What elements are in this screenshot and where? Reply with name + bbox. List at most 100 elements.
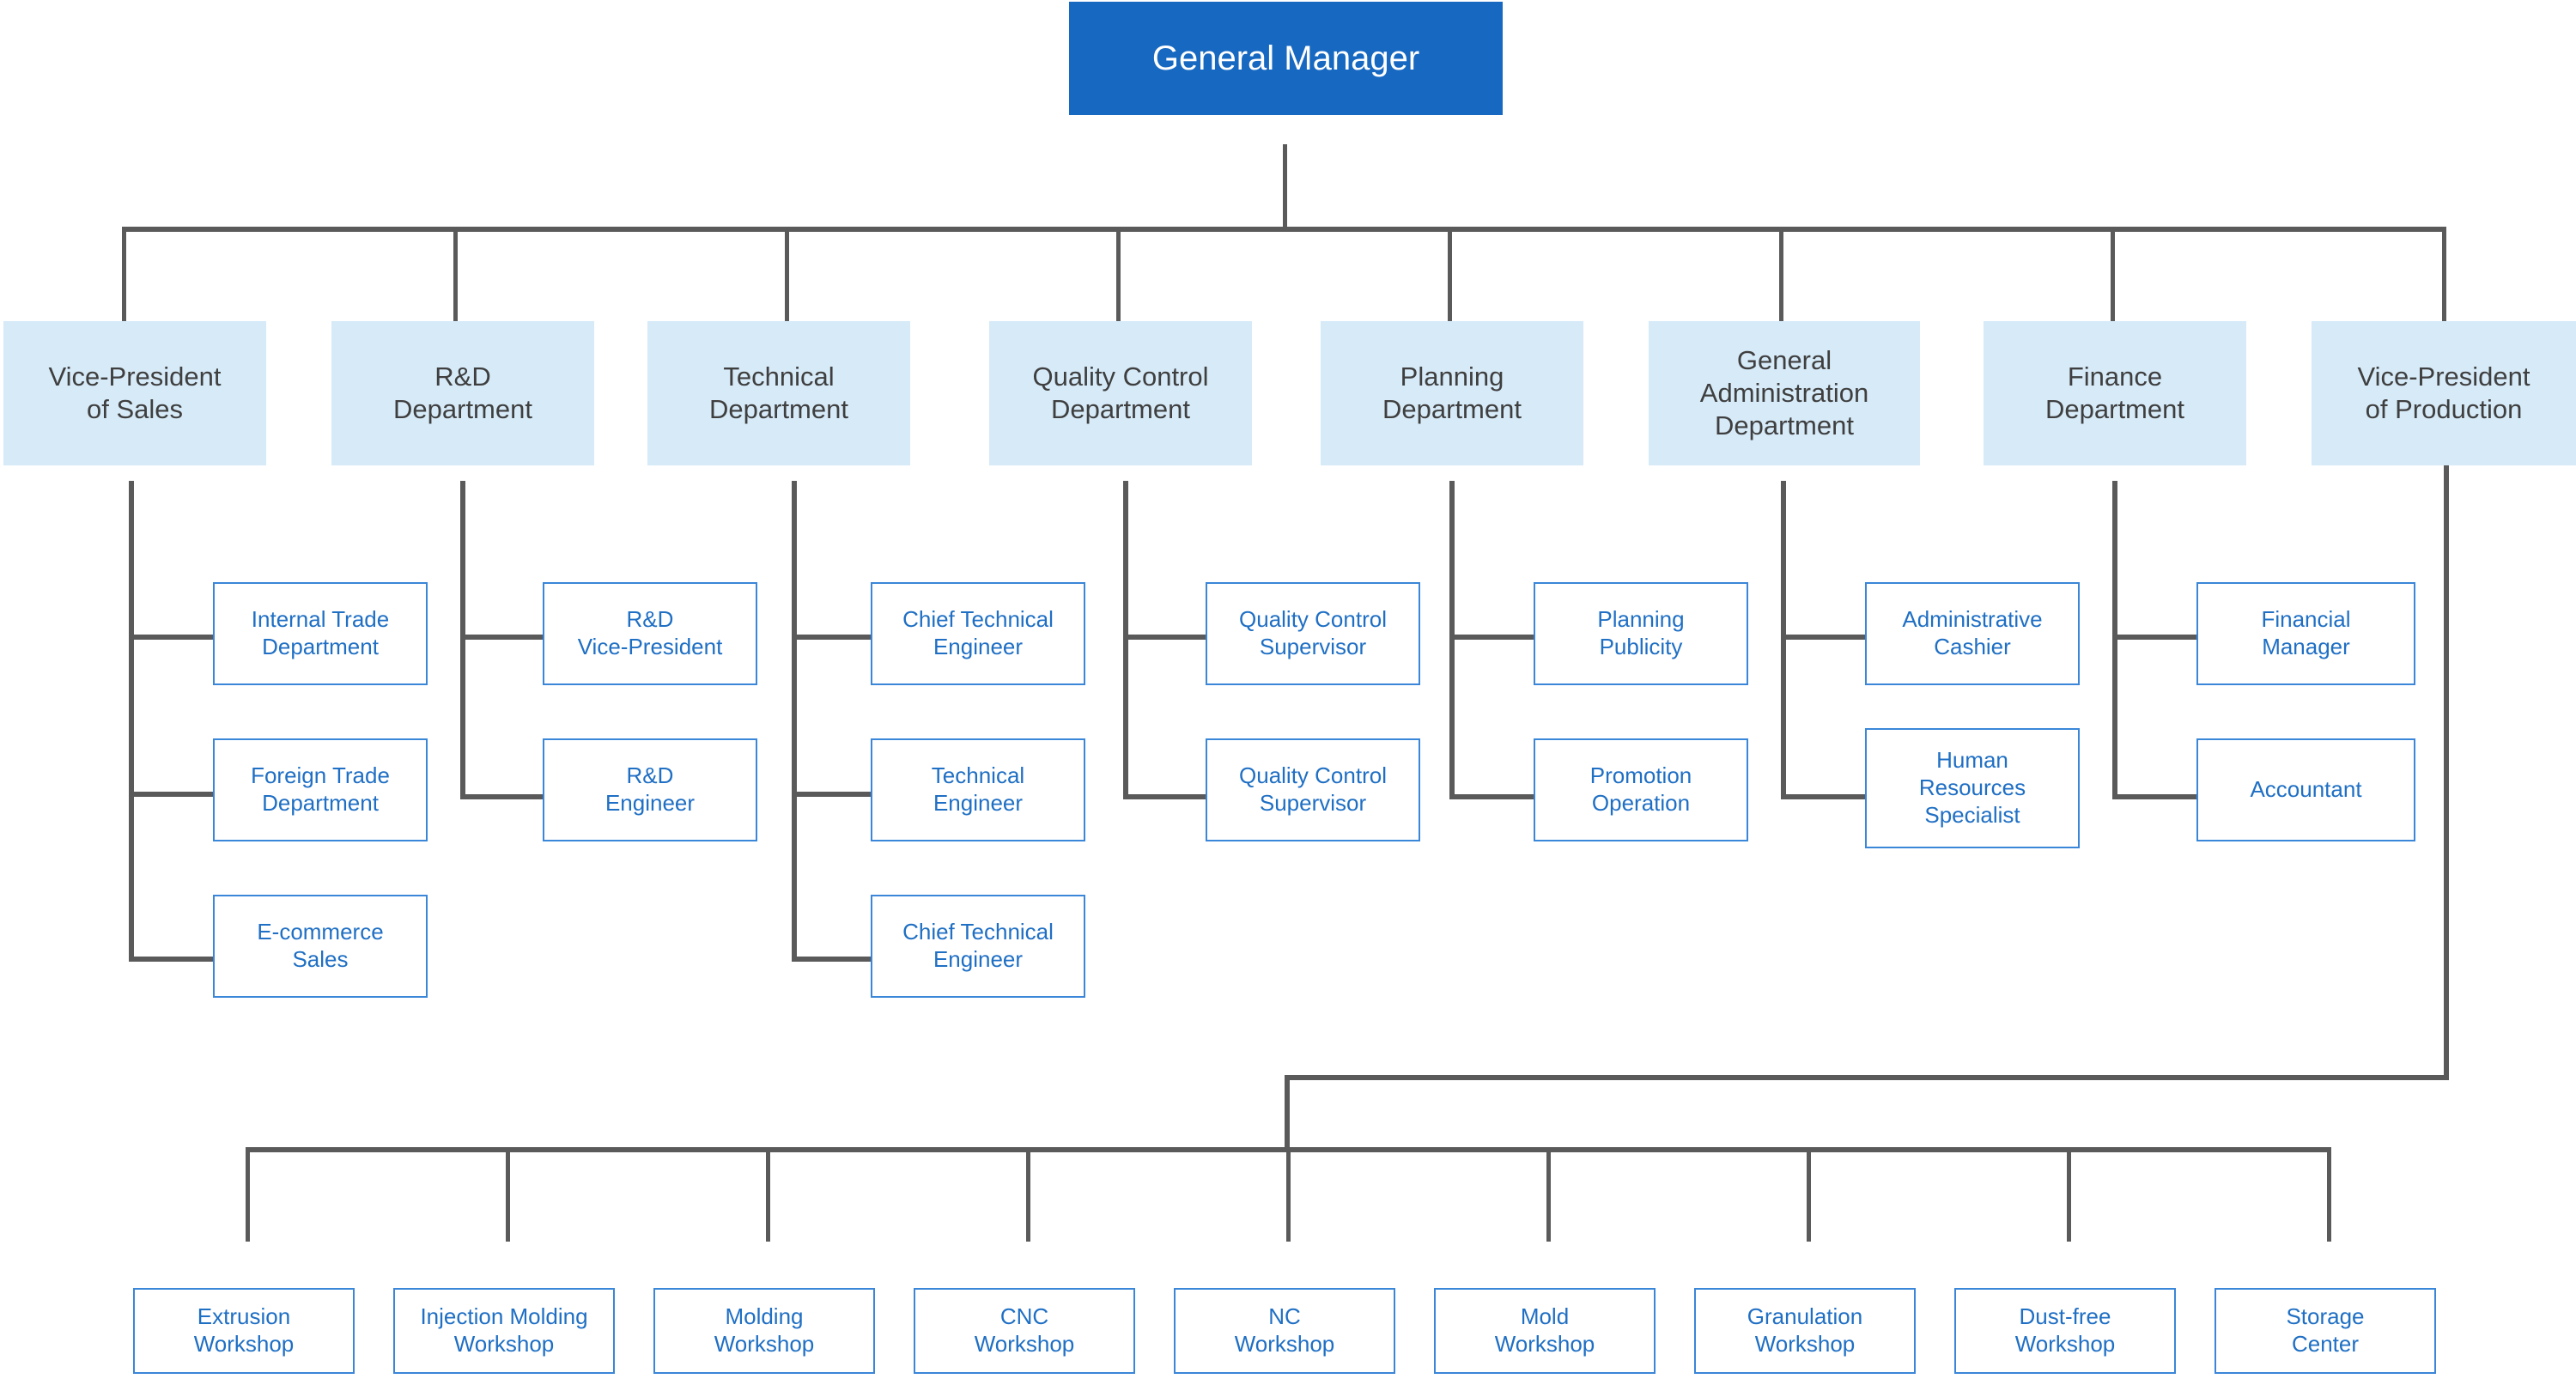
node-quality-control-department[interactable]: Quality Control Department [989,321,1252,465]
node-rnd-engineer[interactable]: R&D Engineer [543,738,757,841]
node-storage-center[interactable]: Storage Center [2215,1288,2436,1374]
node-vice-president-of-production[interactable]: Vice-President of Production [2312,321,2576,465]
connector-rnd-trunk [460,481,465,799]
node-planning-department[interactable]: Planning Department [1321,321,1583,465]
node-label: Financial Manager [2261,606,2351,659]
node-quality-control-supervisor-1[interactable]: Quality Control Supervisor [1206,582,1420,685]
node-label: General Administration Department [1699,345,1869,440]
node-administrative-cashier[interactable]: Administrative Cashier [1865,582,2080,685]
connector-workshop-drop-9 [2327,1147,2331,1242]
connector-rnd-stub-2 [460,794,546,799]
connector-workshop-drop-6 [1546,1147,1551,1242]
node-extrusion-workshop[interactable]: Extrusion Workshop [133,1288,355,1374]
node-cnc-workshop[interactable]: CNC Workshop [914,1288,1135,1374]
node-label: Human Resources Specialist [1918,747,2026,828]
node-label: Planning Department [1382,361,1522,424]
node-general-administration-department[interactable]: General Administration Department [1649,321,1920,465]
connector-dept-drop-7 [2111,227,2115,321]
node-label: Finance Department [2045,361,2184,424]
connector-workshop-drop-5 [1286,1147,1291,1242]
node-label: Storage Center [2286,1303,2365,1357]
node-label: Administrative Cashier [1902,606,2043,659]
node-label: Granulation Workshop [1747,1303,1863,1357]
node-label: Dust-free Workshop [2014,1303,2116,1357]
connector-finance-trunk [2112,481,2117,799]
node-label: Promotion Operation [1589,762,1692,816]
node-technical-engineer[interactable]: Technical Engineer [871,738,1085,841]
connector-workshop-drop-7 [1807,1147,1811,1242]
node-ecommerce-sales[interactable]: E-commerce Sales [213,895,428,998]
connector-planning-stub-2 [1449,794,1535,799]
node-promotion-operation[interactable]: Promotion Operation [1534,738,1748,841]
node-rnd-vice-president[interactable]: R&D Vice-President [543,582,757,685]
node-general-manager[interactable]: General Manager [1069,2,1503,115]
connector-dept-drop-1 [122,227,126,321]
connector-technical-stub-3 [792,957,878,962]
connector-dept-drop-4 [1116,227,1121,321]
node-label: Chief Technical Engineer [902,919,1054,972]
node-label: Technical Engineer [931,762,1025,816]
connector-department-bus [122,227,2445,232]
connector-finance-stub-2 [2112,794,2198,799]
node-label: Quality Control Supervisor [1239,606,1387,659]
connector-planning-trunk [1449,481,1455,799]
node-molding-workshop[interactable]: Molding Workshop [653,1288,875,1374]
node-human-resources-specialist[interactable]: Human Resources Specialist [1865,728,2080,848]
connector-sales-trunk [129,481,134,962]
connector-workshop-drop-2 [506,1147,510,1242]
node-finance-department[interactable]: Finance Department [1984,321,2246,465]
node-label: Vice-President of Production [2357,361,2530,424]
connector-planning-stub-1 [1449,635,1535,640]
node-label: Quality Control Supervisor [1239,762,1387,816]
node-vice-president-of-sales[interactable]: Vice-President of Sales [3,321,266,465]
connector-workshop-drop-4 [1026,1147,1030,1242]
connector-workshop-drop-3 [766,1147,770,1242]
connector-admin-trunk [1781,481,1786,799]
node-label: General Manager [1151,39,1420,77]
node-nc-workshop[interactable]: NC Workshop [1174,1288,1395,1374]
node-label: Internal Trade Department [251,606,390,659]
node-planning-publicity[interactable]: Planning Publicity [1534,582,1748,685]
node-rnd-department[interactable]: R&D Department [331,321,594,465]
node-granulation-workshop[interactable]: Granulation Workshop [1694,1288,1916,1374]
node-label: Technical Department [709,361,848,424]
node-label: Molding Workshop [714,1303,815,1357]
node-chief-technical-engineer-1[interactable]: Chief Technical Engineer [871,582,1085,685]
connector-technical-trunk [792,481,797,962]
node-label: R&D Vice-President [577,606,723,659]
connector-technical-stub-2 [792,792,878,797]
connector-quality-stub-1 [1123,635,1209,640]
node-internal-trade-department[interactable]: Internal Trade Department [213,582,428,685]
connector-technical-stub-1 [792,635,878,640]
connector-workshop-drop-8 [2067,1147,2071,1242]
connector-admin-stub-1 [1781,635,1867,640]
connector-dept-drop-3 [785,227,789,321]
node-label: Quality Control Department [1032,361,1209,424]
node-label: Mold Workshop [1494,1303,1595,1357]
connector-root-stem [1283,144,1287,230]
connector-sales-stub-1 [129,635,215,640]
node-foreign-trade-department[interactable]: Foreign Trade Department [213,738,428,841]
connector-admin-stub-2 [1781,794,1867,799]
node-label: Vice-President of Sales [48,361,222,424]
connector-sales-stub-3 [129,957,215,962]
node-label: E-commerce Sales [257,919,384,972]
node-dust-free-workshop[interactable]: Dust-free Workshop [1954,1288,2176,1374]
node-technical-department[interactable]: Technical Department [647,321,910,465]
connector-dept-drop-8 [2442,227,2446,321]
connector-rnd-stub-1 [460,635,546,640]
node-label: Planning Publicity [1597,606,1685,659]
connector-dept-drop-6 [1779,227,1783,321]
connector-quality-trunk [1123,481,1128,799]
node-label: NC Workshop [1234,1303,1335,1357]
node-accountant[interactable]: Accountant [2196,738,2415,841]
node-quality-control-supervisor-2[interactable]: Quality Control Supervisor [1206,738,1420,841]
connector-finance-stub-1 [2112,635,2198,640]
node-injection-molding-workshop[interactable]: Injection Molding Workshop [393,1288,615,1374]
node-label: R&D Department [393,361,532,424]
node-label: Foreign Trade Department [251,762,390,816]
node-mold-workshop[interactable]: Mold Workshop [1434,1288,1656,1374]
node-financial-manager[interactable]: Financial Manager [2196,582,2415,685]
node-chief-technical-engineer-2[interactable]: Chief Technical Engineer [871,895,1085,998]
